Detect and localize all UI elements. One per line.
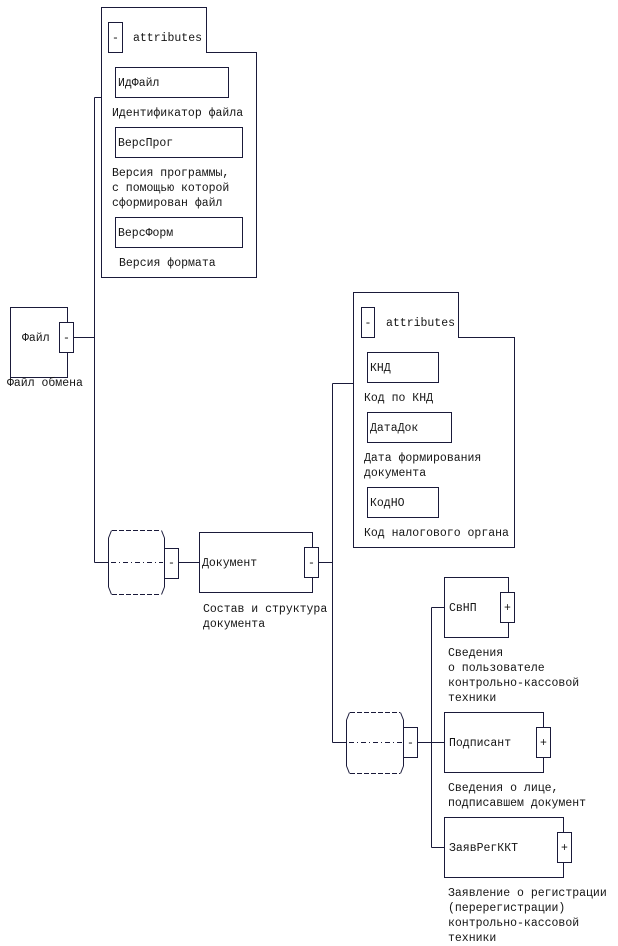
attribute-description: сформирован файл	[112, 197, 222, 210]
attribute-name: КНД	[370, 362, 391, 375]
sequence-bottom-left-corner	[346, 765, 350, 774]
zayavregkkt-expand-button[interactable]: +	[557, 832, 572, 863]
attribute-box[interactable]	[115, 217, 243, 248]
minus-icon[interactable]: -	[365, 317, 372, 330]
plus-icon[interactable]: +	[504, 602, 511, 615]
sequence-top-right-corner	[161, 530, 165, 539]
element-description: Файл обмена	[7, 377, 83, 390]
root-sequence-collapse-button[interactable]: -	[164, 548, 179, 579]
attribute-description: с помощью которой	[112, 182, 229, 195]
element-description: Состав и структура	[203, 603, 327, 616]
attribute-description: Дата формирования	[364, 452, 481, 465]
attribute-name: КодНО	[370, 497, 405, 510]
element-name: СвНП	[449, 602, 477, 615]
document-attributes-toggle-box[interactable]	[361, 307, 375, 338]
sequence-top-left-corner	[346, 712, 350, 721]
document-element[interactable]: Документ -	[199, 532, 319, 593]
podpisant-toggle-box[interactable]	[536, 727, 551, 758]
minus-icon[interactable]: -	[308, 557, 315, 570]
attribute-name: ИдФайл	[118, 77, 159, 90]
document-attributes-group: - attributes КНД Код по КНД ДатаДок Дата…	[353, 292, 515, 548]
element-description: (перерегистрации)	[448, 902, 565, 915]
svnp-toggle-box[interactable]	[500, 592, 515, 623]
element-description: подписавшем документ	[448, 797, 586, 810]
root-sequence-compositor: -	[108, 530, 179, 595]
attribute-knd[interactable]: КНД	[367, 352, 439, 383]
attribute-idfile[interactable]: ИдФайл	[115, 67, 229, 98]
sequence-top-right-corner	[400, 712, 404, 721]
attribute-name: ВерсФорм	[118, 227, 173, 240]
document-sequence-collapse-button[interactable]: -	[403, 727, 418, 758]
element-description: контрольно-кассовой	[448, 917, 579, 930]
element-name: Файл	[22, 332, 50, 345]
child-element-svnp[interactable]: СвНП +	[444, 577, 515, 638]
document-attributes-label: attributes	[386, 317, 455, 330]
root-attributes-label: attributes	[133, 32, 202, 45]
child-element-zayavregkkt[interactable]: ЗаявРегККТ +	[444, 817, 572, 878]
element-box-svnp[interactable]	[444, 577, 509, 638]
element-description: Сведения о лице,	[448, 782, 558, 795]
attribute-description: документа	[364, 467, 426, 480]
document-attributes-collapse-button[interactable]: -	[361, 307, 375, 338]
sequence-bottom-right-corner	[400, 765, 404, 774]
plus-icon[interactable]: +	[561, 842, 568, 855]
document-collapse-button[interactable]: -	[304, 547, 319, 578]
element-description: о пользователе	[448, 662, 545, 675]
element-box-podpisant[interactable]	[444, 712, 544, 773]
attribute-name: ВерсПрог	[118, 137, 173, 150]
root-collapse-button[interactable]: -	[59, 322, 74, 353]
zayavregkkt-toggle-box[interactable]	[557, 832, 572, 863]
element-description: Сведения	[448, 647, 503, 660]
sequence-bottom-left-corner	[108, 586, 112, 595]
attribute-box[interactable]	[115, 127, 243, 158]
minus-icon[interactable]: -	[168, 557, 175, 570]
podpisant-expand-button[interactable]: +	[536, 727, 551, 758]
minus-icon[interactable]: -	[63, 332, 70, 345]
attribute-datadok[interactable]: ДатаДок	[367, 412, 452, 443]
attribute-box[interactable]	[367, 487, 439, 518]
minus-icon[interactable]: -	[407, 737, 414, 750]
element-name: ЗаявРегККТ	[449, 842, 518, 855]
attribute-name: ДатаДок	[370, 422, 418, 435]
document-sequence-compositor: -	[346, 712, 418, 774]
attribute-description: Версия формата	[119, 257, 216, 270]
root-toggle-box[interactable]	[59, 322, 74, 353]
element-name: Документ	[202, 557, 257, 570]
element-box-zayavregkkt[interactable]	[444, 817, 564, 878]
plus-icon[interactable]: +	[540, 737, 547, 750]
svnp-expand-button[interactable]: +	[500, 592, 515, 623]
sequence-toggle-box[interactable]	[164, 548, 179, 579]
connectors	[73, 97, 445, 848]
sequence-top-left-corner	[108, 530, 112, 539]
attribute-box[interactable]	[115, 67, 229, 98]
minus-icon[interactable]: -	[112, 32, 119, 45]
attribute-description: Код налогового органа	[364, 527, 509, 540]
attribute-description: Код по КНД	[364, 392, 433, 405]
element-description: техники	[448, 932, 496, 945]
element-box-file[interactable]	[10, 307, 68, 378]
element-name: Подписант	[449, 737, 511, 750]
attribute-box[interactable]	[367, 412, 452, 443]
sequence-bottom-right-corner	[161, 586, 165, 595]
attribute-versprog[interactable]: ВерсПрог	[115, 127, 243, 158]
root-element[interactable]: Файл -	[10, 307, 74, 378]
element-description: техники	[448, 692, 496, 705]
root-attributes-collapse-button[interactable]: -	[108, 22, 123, 53]
root-attributes-toggle-box[interactable]	[108, 22, 123, 53]
root-attributes-group: - attributes ИдФайл Идентификатор файла …	[101, 7, 257, 278]
element-description: Заявление о регистрации	[448, 887, 607, 900]
attribute-description: Идентификатор файла	[112, 107, 243, 120]
element-description: контрольно-кассовой	[448, 677, 579, 690]
attribute-kodno[interactable]: КодНО	[367, 487, 439, 518]
child-element-podpisant[interactable]: Подписант +	[444, 712, 551, 773]
attribute-box[interactable]	[367, 352, 439, 383]
attribute-description: Версия программы,	[112, 167, 229, 180]
sequence-toggle-box[interactable]	[403, 727, 418, 758]
element-description: документа	[203, 618, 265, 631]
attribute-versform[interactable]: ВерсФорм	[115, 217, 243, 248]
document-toggle-box[interactable]	[304, 547, 319, 578]
